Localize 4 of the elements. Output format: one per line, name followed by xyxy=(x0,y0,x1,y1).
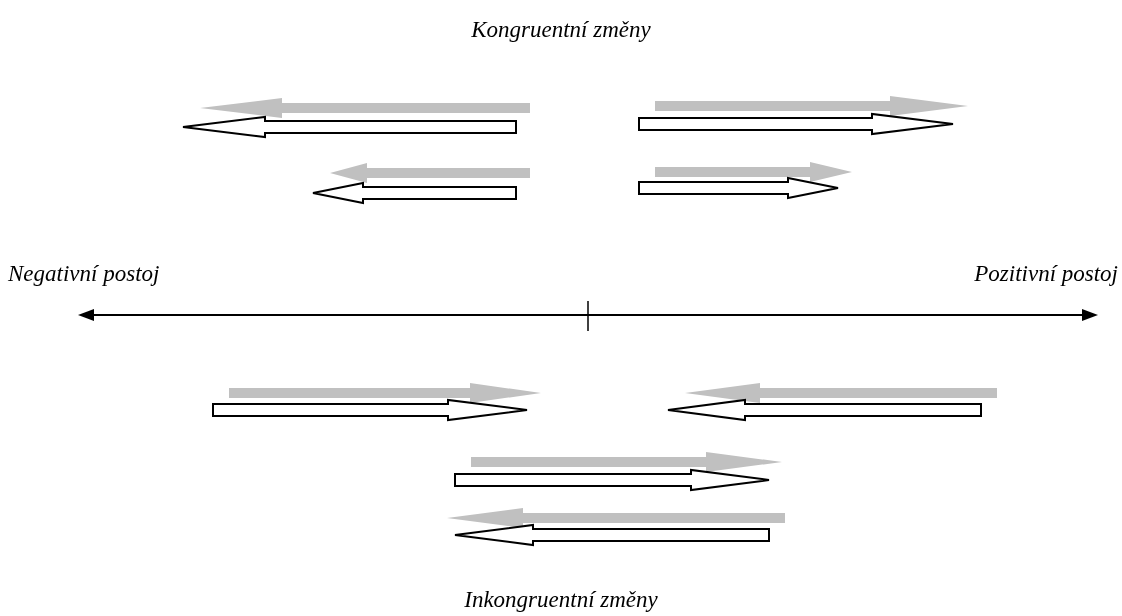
axis-label: Pozitivní postoj xyxy=(974,262,1118,285)
axis-label: Kongruentní změny xyxy=(471,18,651,41)
axis-label: Negativní postoj xyxy=(8,262,160,285)
axis-label: Inkongruentní změny xyxy=(464,588,658,611)
